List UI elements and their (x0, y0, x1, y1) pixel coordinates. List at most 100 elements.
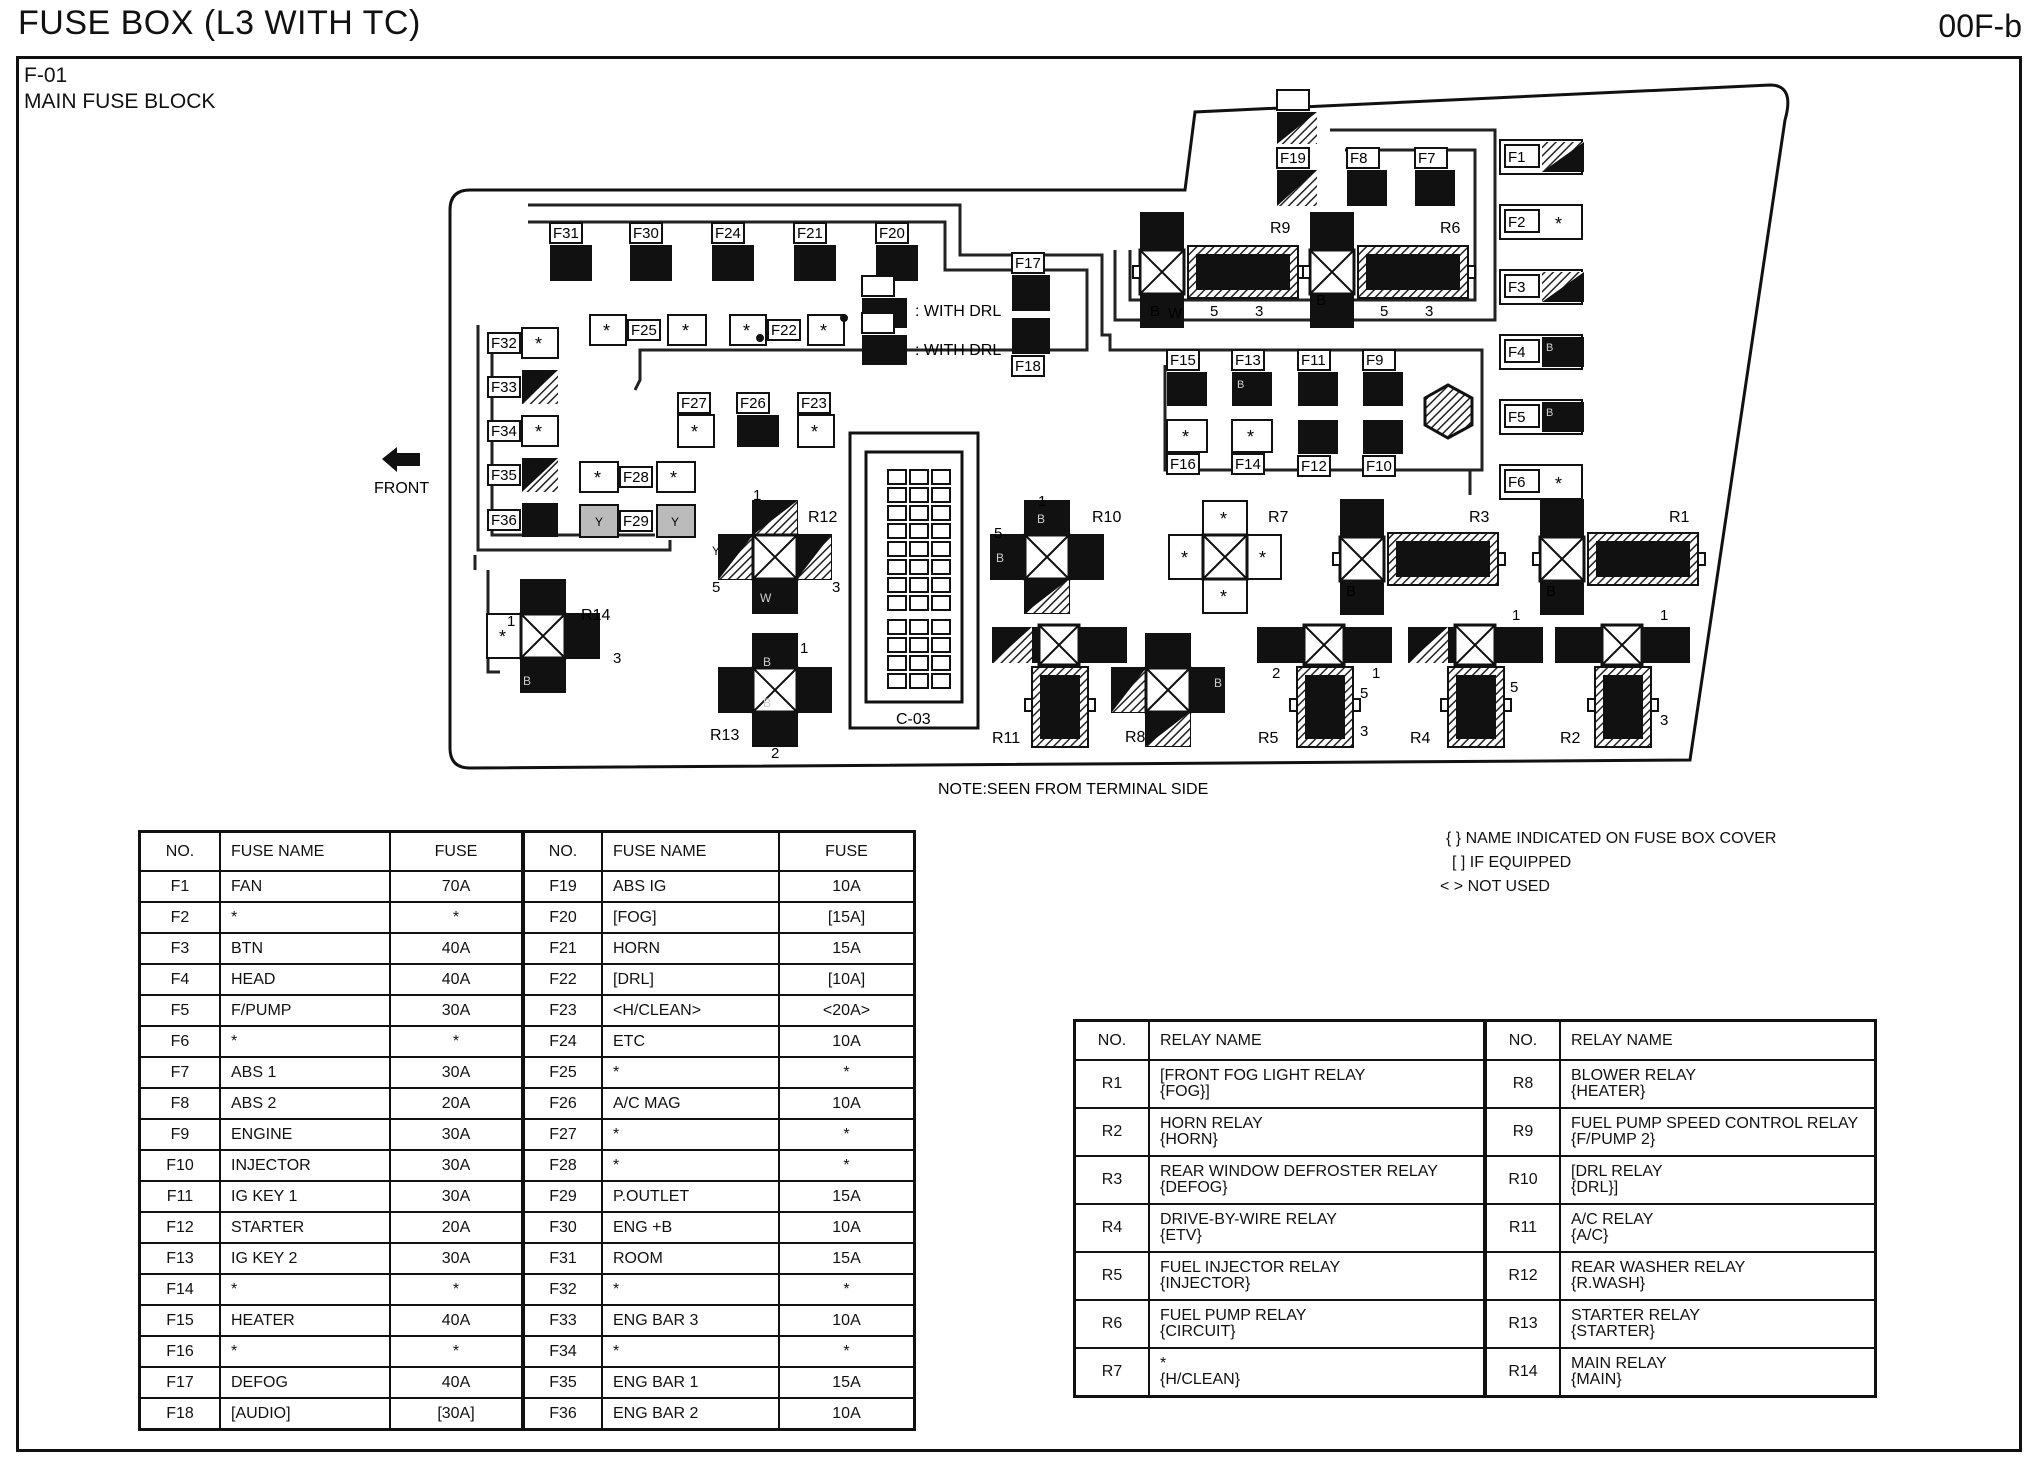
fuse-no: F22 (521, 963, 603, 996)
star-icon: * (1555, 474, 1562, 494)
fuse-f33: F33 (487, 370, 558, 404)
fuse-f7: F7 (1414, 147, 1455, 206)
star-icon: * (535, 422, 542, 442)
fuse-f17: F17 (1011, 252, 1050, 311)
relay-name-line: {F/PUMP 2} (1571, 1131, 1656, 1148)
fuse-label: F34 (491, 423, 517, 440)
relay-name: FUEL PUMP RELAY{CIRCUIT} (1148, 1299, 1486, 1349)
pin-number: 1 (800, 640, 808, 657)
fuse-name: HEAD (219, 963, 391, 996)
fuse-label: F23 (801, 395, 827, 412)
fuse-f26: F26 (736, 392, 779, 447)
fuse-name: * (601, 1149, 780, 1182)
pin-number: 2 (1272, 665, 1280, 682)
fuse-rating: [15A] (778, 901, 916, 934)
pin-number: 3 (1255, 303, 1263, 320)
fuse-name: * (219, 1335, 391, 1368)
relay-no: R4 (1073, 1203, 1150, 1253)
pin-number: B (1546, 583, 1556, 600)
fuse-no: F20 (521, 901, 603, 934)
fuse-rating: * (389, 1273, 524, 1306)
fuse-rating: * (778, 1118, 916, 1151)
relay-name-line: HORN RELAY (1160, 1115, 1263, 1132)
fuse-rating: 30A (389, 994, 524, 1027)
pin-number: 3 (832, 579, 840, 596)
col-no-2: NO. (521, 830, 603, 872)
fuse-rating: 15A (778, 1242, 916, 1275)
fuse-f16: F16* (1166, 419, 1208, 475)
star-icon: * (1247, 427, 1254, 447)
fuse-no: F7 (138, 1056, 221, 1089)
relay-name: DRIVE-BY-WIRE RELAY{ETV} (1148, 1203, 1486, 1253)
pin-number: 1 (753, 487, 761, 504)
fuse-no: F5 (138, 994, 221, 1027)
diagram-frame (16, 56, 2022, 1452)
relay-label: R9 (1270, 220, 1291, 237)
relay-label: R13 (710, 727, 739, 744)
fuse-no: F17 (138, 1366, 221, 1399)
wire-color: B (1037, 512, 1045, 526)
fuse-no: F2 (138, 901, 221, 934)
fuse-no: F9 (138, 1118, 221, 1151)
star-icon: * (594, 468, 601, 488)
fuse-no: F21 (521, 932, 603, 965)
pin-number: 2 (771, 745, 779, 762)
fuse-label: F31 (553, 225, 579, 242)
block-id: F-01 (24, 64, 68, 87)
fuse-no: F15 (138, 1304, 221, 1337)
fuse-rating: 15A (778, 1366, 916, 1399)
fuse-label: F11 (1301, 352, 1326, 369)
fuse-rating: 15A (778, 932, 916, 965)
fuse-f6: F6* (1499, 464, 1583, 500)
relay-name: STARTER RELAY{STARTER} (1559, 1299, 1877, 1349)
fuse-no: F26 (521, 1087, 603, 1120)
fuse-name: ENGINE (219, 1118, 391, 1151)
star-icon: * (499, 627, 506, 647)
relay-no: R6 (1073, 1299, 1150, 1349)
pin-number: 5 (994, 525, 1002, 542)
fuse-label: F36 (491, 512, 517, 529)
fuse-label: F10 (1366, 458, 1392, 475)
fuse-no: F28 (521, 1149, 603, 1182)
relay-label: R12 (808, 509, 837, 526)
fuse-no: F34 (521, 1335, 603, 1368)
fuse-rating: * (778, 1056, 916, 1089)
fuse-no: F31 (521, 1242, 603, 1275)
fuse-label: F18 (1015, 358, 1041, 375)
fuse-rating: 40A (389, 932, 524, 965)
fuse-rating: [10A] (778, 963, 916, 996)
fuse-no: F30 (521, 1211, 603, 1244)
fuse-f22: F22* (729, 314, 801, 346)
hex-fuse (1423, 383, 1474, 440)
fuse-rating: 20A (389, 1211, 524, 1244)
fuse-rating: 40A (389, 1304, 524, 1337)
fuse-label: F16 (1170, 456, 1196, 473)
pin-number: 3 (1425, 303, 1433, 320)
fuse-no: F32 (521, 1273, 603, 1306)
fuse-label: F12 (1301, 458, 1327, 475)
relay-name-line: {ETV} (1160, 1227, 1202, 1244)
fuse-f36: F36 (487, 503, 558, 537)
pin-number: 1 (507, 613, 515, 630)
relay-name: MAIN RELAY{MAIN} (1559, 1347, 1877, 1398)
fuse-label: F30 (633, 225, 659, 242)
relay-name: FUEL INJECTOR RELAY{INJECTOR} (1148, 1251, 1486, 1301)
relay-name-line: A/C RELAY (1571, 1211, 1654, 1228)
fuse-f2: F2* (1499, 204, 1583, 240)
fuse-table: NO. FUSE NAME FUSE NO. FUSE NAME FUSE F1… (138, 830, 916, 1431)
fuse-name: * (219, 1025, 391, 1058)
pin-number: 5 (1210, 303, 1218, 320)
fuse-no: F19 (521, 870, 603, 903)
